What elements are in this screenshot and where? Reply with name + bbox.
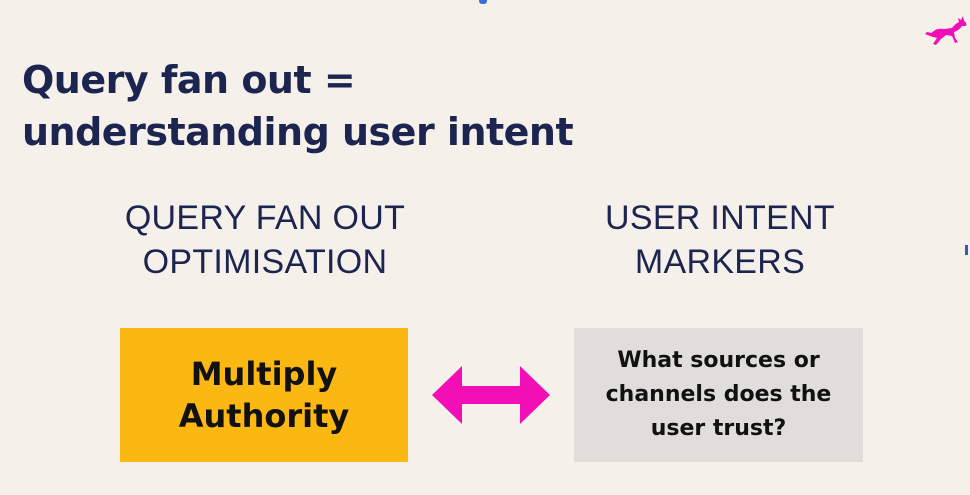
- slide-title: Query fan out = understanding user inten…: [22, 54, 574, 158]
- title-line-1: Query fan out =: [22, 58, 356, 102]
- title-line-2: understanding user intent: [22, 110, 574, 154]
- multiply-authority-line-2: Authority: [178, 397, 350, 435]
- trusted-sources-box: What sources or channels does the user t…: [574, 328, 863, 462]
- query-fan-out-heading: QUERY FAN OUT OPTIMISATION: [100, 196, 430, 284]
- user-intent-heading-line-2: MARKERS: [634, 243, 806, 281]
- user-intent-heading: USER INTENT MARKERS: [570, 196, 870, 284]
- query-fan-out-heading-line-1: QUERY FAN OUT: [124, 199, 406, 237]
- multiply-authority-box: Multiply Authority: [120, 328, 408, 462]
- multiply-authority-line-1: Multiply: [190, 355, 338, 393]
- trusted-sources-line-1: What sources or: [617, 348, 820, 373]
- trusted-sources-line-3: user trust?: [650, 416, 787, 441]
- query-fan-out-heading-line-2: OPTIMISATION: [142, 243, 388, 281]
- right-edge-marker: [965, 245, 968, 255]
- trusted-sources-line-2: channels does the: [605, 382, 832, 407]
- leaping-goat-logo-icon: [925, 16, 967, 45]
- user-intent-heading-line-1: USER INTENT: [605, 199, 835, 237]
- top-edge-marker: [479, 0, 487, 4]
- double-headed-arrow-icon: [432, 366, 550, 424]
